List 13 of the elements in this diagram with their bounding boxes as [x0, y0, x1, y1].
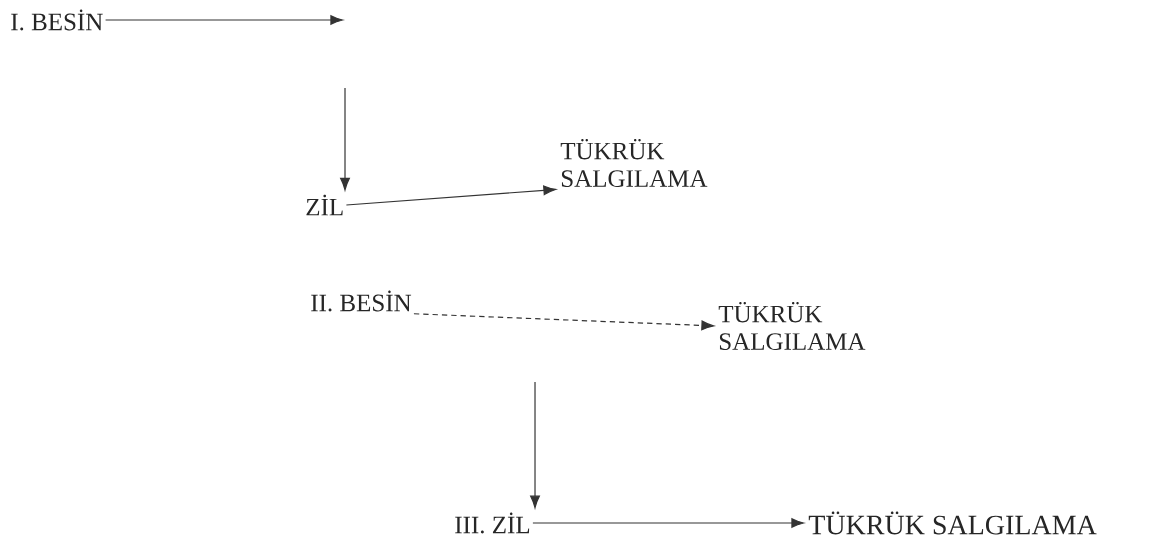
- arrow: [413, 313, 715, 331]
- text-label: I. BESİN: [11, 9, 103, 31]
- arrow: [105, 15, 344, 25]
- arrow: [340, 87, 350, 191]
- text-label: TÜKRÜK SALGILAMA: [718, 302, 866, 350]
- arrow: [532, 518, 805, 528]
- text-label: II. BESİN: [311, 290, 412, 312]
- arrow: [345, 185, 557, 206]
- text-label: TÜKRÜK SALGILAMA: [560, 139, 708, 187]
- text-label: III. ZİL: [455, 512, 530, 534]
- arrow: [530, 381, 540, 509]
- text-label: ZİL: [306, 194, 343, 216]
- text-label: TÜKRÜK SALGILAMA: [808, 511, 1097, 535]
